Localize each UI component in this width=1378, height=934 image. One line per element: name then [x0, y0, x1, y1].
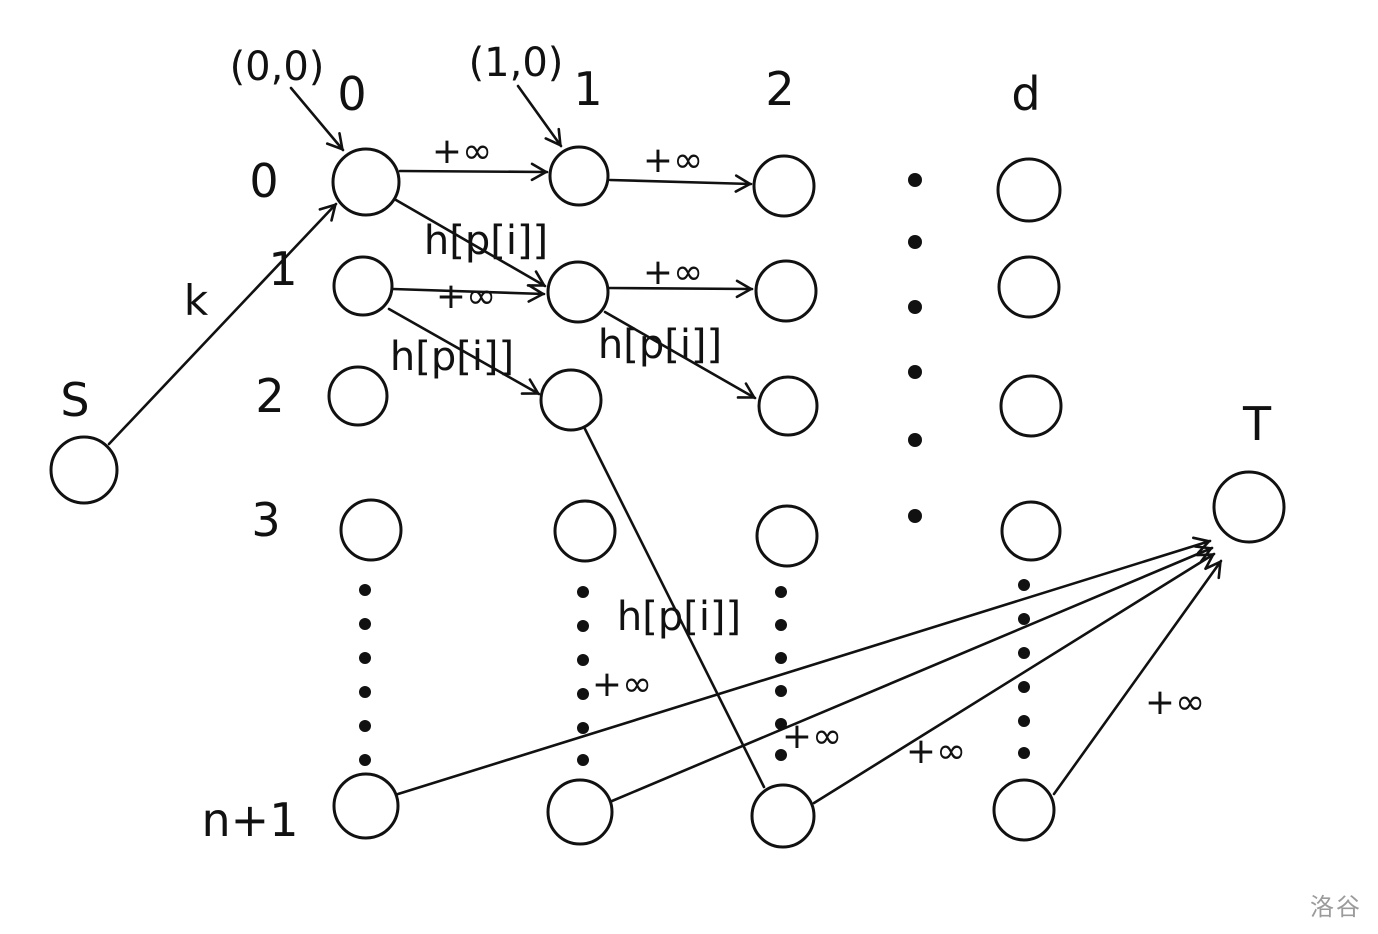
node-c0-r1 — [332, 255, 394, 317]
edge-c1r2-to-c2rn1 — [583, 427, 766, 789]
node-c2-r2 — [757, 375, 819, 437]
node-c2-r0 — [752, 154, 816, 218]
edge-label-inf-7: +∞ — [906, 731, 966, 772]
ellipsis-cols-dot — [908, 235, 922, 249]
ellipsis-col0-dot — [359, 720, 371, 732]
col-header-2: 2 — [765, 62, 794, 116]
ellipsis-col0-dot — [359, 652, 371, 664]
node-c0-r2 — [327, 365, 389, 427]
ellipsis-col0-dot — [359, 754, 371, 766]
sink-label: T — [1242, 397, 1272, 451]
ellipsis-cols-dot — [908, 365, 922, 379]
node-c2-rn1 — [750, 783, 816, 849]
nodes-layer — [49, 145, 1286, 849]
ellipsis-col0-dot — [359, 584, 371, 596]
ellipsis-col1-dot — [577, 688, 589, 700]
edge-c0r1-to-c1r2 — [387, 307, 541, 396]
edges-layer — [107, 84, 1223, 805]
ellipsis-cold-dot — [1018, 579, 1030, 591]
ellipsis-cols-dot — [908, 173, 922, 187]
pair-label-1-0: (1,0) — [469, 40, 564, 86]
ellipsis-col1-dot — [577, 586, 589, 598]
edge-c1r1-to-c2r2 — [603, 310, 757, 400]
edge-label-hpi-2: h[p[i]] — [390, 334, 514, 380]
ellipsis-cold-dot — [1018, 681, 1030, 693]
pair-label-0-0: (0,0) — [230, 44, 325, 90]
node-cd-r1 — [997, 255, 1061, 319]
node-c0-r3 — [339, 498, 403, 562]
ellipsis-cold-dot — [1018, 647, 1030, 659]
node-c1-rn1 — [546, 778, 614, 846]
edge-cdrn1-to-t — [1052, 559, 1223, 796]
edge-pointer-1-0 — [516, 84, 563, 148]
row-label-1: 1 — [268, 242, 297, 296]
ellipsis-cold-dot — [1018, 747, 1030, 759]
ellipsis-col0-dot — [359, 686, 371, 698]
row-label-n-plus-1: n+1 — [202, 793, 299, 847]
node-c1-r2 — [539, 368, 603, 432]
watermark-luogu: 洛谷 — [1310, 893, 1362, 921]
node-c1-r3 — [553, 499, 617, 563]
col-header-1: 1 — [573, 62, 602, 116]
edge-label-hpi-4: h[p[i]] — [617, 594, 741, 640]
node-c0-rn1 — [332, 772, 400, 840]
edge-label-inf-1: +∞ — [432, 131, 492, 172]
row-label-3: 3 — [251, 493, 280, 547]
ellipsis-col0-dot — [359, 618, 371, 630]
ellipsis-col1-dot — [577, 654, 589, 666]
node-cd-r2 — [999, 374, 1063, 438]
node-c1-r0 — [548, 145, 610, 207]
edge-c1rn1-to-t — [610, 545, 1214, 803]
edge-c0r0-to-c1r1 — [394, 198, 547, 288]
row-label-2: 2 — [255, 369, 284, 423]
node-cd-r0 — [996, 157, 1062, 223]
ellipsis-col2-dot — [775, 652, 787, 664]
ellipsis-col1-dot — [577, 722, 589, 734]
ellipsis-col2-dot — [775, 619, 787, 631]
edge-c0r1-to-c1r1 — [391, 284, 546, 303]
edge-c1r1-to-c2r1 — [607, 279, 754, 299]
node-c2-r3 — [755, 504, 819, 568]
ellipsis-cols-dot — [908, 433, 922, 447]
edge-c2rn1-to-t — [812, 552, 1216, 805]
edge-label-hpi-1: h[p[i]] — [424, 218, 548, 264]
ellipsis-cols-dot — [908, 509, 922, 523]
row-label-0: 0 — [249, 154, 278, 208]
edge-pointer-0-0 — [289, 86, 345, 152]
edge-label-inf-8: +∞ — [1145, 682, 1205, 723]
node-c0-r0 — [331, 147, 401, 217]
col-header-d: d — [1011, 67, 1040, 121]
ellipsis-cold-dot — [1018, 715, 1030, 727]
edge-label-inf-5: +∞ — [592, 664, 652, 705]
node-cd-r3 — [1000, 500, 1062, 562]
node-cd-rn1 — [992, 778, 1056, 842]
ellipsis-cold-dot — [1018, 613, 1030, 625]
col-header-0: 0 — [337, 67, 366, 121]
ellipsis-col2-dot — [775, 718, 787, 730]
edge-c1r0-to-c2r0 — [608, 174, 753, 193]
node-c2-r1 — [754, 259, 818, 323]
ellipsis-col1-dot — [577, 620, 589, 632]
edge-label-inf-2: +∞ — [643, 140, 703, 181]
edge-label-inf-4: +∞ — [643, 252, 703, 293]
node-sink-T — [1212, 470, 1286, 544]
node-source-S — [49, 435, 119, 505]
edge-label-inf-6: +∞ — [782, 716, 842, 757]
edge-label-k: k — [184, 276, 209, 325]
edge-c0rn1-to-t — [396, 536, 1212, 796]
ellipsis-col1-dot — [577, 754, 589, 766]
ellipsis-col2-dot — [775, 586, 787, 598]
node-c1-r1 — [546, 260, 610, 324]
labels-layer: 0 1 2 d 0 1 2 3 n+1 S T (0,0) (1,0) k +∞ +∞ h[p[i]] +∞ +∞ h… — [60, 40, 1272, 847]
edge-label-inf-3: +∞ — [436, 276, 496, 317]
edge-c0r0-to-c1r0 — [398, 162, 549, 182]
ellipsis-col2-dot — [775, 749, 787, 761]
dots-layer — [359, 173, 1030, 766]
ellipsis-cols-dot — [908, 300, 922, 314]
source-label: S — [60, 373, 89, 427]
edge-s-to-c0r0 — [107, 202, 338, 446]
edge-label-hpi-3: h[p[i]] — [598, 322, 722, 368]
ellipsis-col2-dot — [775, 685, 787, 697]
